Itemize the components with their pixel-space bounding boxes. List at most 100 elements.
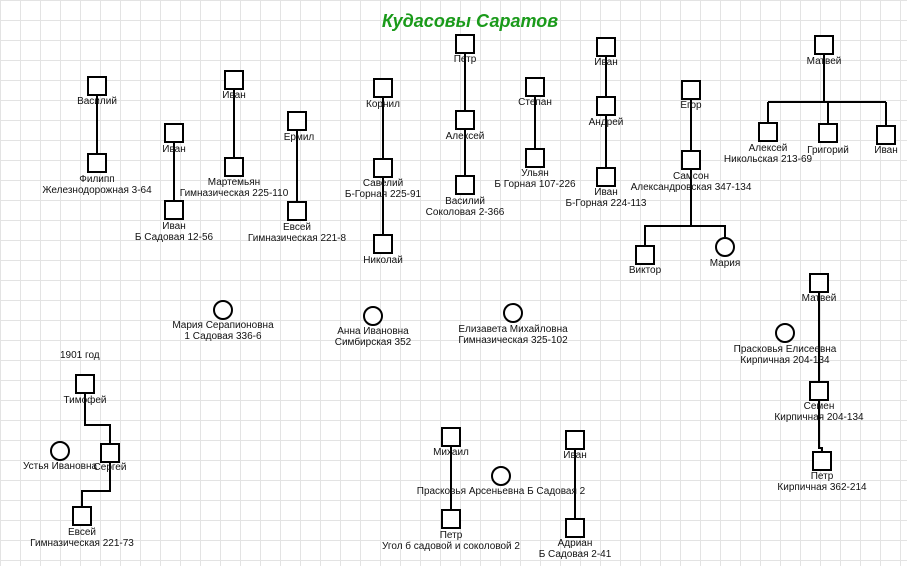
person-mariya1[interactable]: Мария [710,237,741,269]
male-square-icon [72,506,92,526]
person-egor[interactable]: Егор [680,80,702,111]
male-square-icon [87,76,107,96]
person-address-label: Б-Горная 224-113 [566,198,647,209]
person-praskovya2[interactable]: Прасковья Арсеньевна Б Садовая 2 [417,466,586,497]
person-name-label: Иван [222,90,245,101]
person-vasiliy1[interactable]: Василий [77,76,117,107]
male-square-icon [373,158,393,178]
male-square-icon [164,200,184,220]
male-square-icon [441,509,461,529]
person-name-label: Прасковья Елисеевна [734,344,837,355]
person-name-label: Степан [518,97,552,108]
person-name-label: Алексей [749,143,788,154]
person-name-label: Андрей [589,117,624,128]
female-circle-icon [491,466,511,486]
person-nikolay[interactable]: Николай [363,234,403,266]
person-matvey2[interactable]: Матвей [802,273,837,304]
person-name-label: Михаил [433,447,469,458]
person-ivan-b[interactable]: Иван [222,70,246,101]
person-name-label: Евсей [283,222,311,233]
male-square-icon [681,80,701,100]
person-aleksey1[interactable]: Алексей [446,110,485,142]
person-name-label: Тимофей [63,394,106,406]
person-name-label: Адриан [558,538,593,549]
person-name-label: Корнил [366,99,400,110]
male-square-icon [87,153,107,173]
person-name-label: Петр [440,530,463,541]
male-square-icon [635,245,655,265]
person-address-label: Гимназическая 225-110 [180,188,289,199]
person-name-label: Иван [563,450,586,461]
person-address-label: Гимназическая 221-8 [248,233,347,244]
person-name-label: Анна Ивановна [337,326,409,337]
person-petr1[interactable]: Петр [454,34,477,65]
person-address-label: Никольская 213-69 [724,154,813,165]
person-matvey1[interactable]: Матвей [807,35,842,67]
person-ustya[interactable]: Устья Ивановна [23,441,98,472]
male-square-icon [373,234,393,254]
male-square-icon [525,148,545,168]
person-name-label: Петр [811,471,834,482]
male-square-icon [809,273,829,293]
person-stepan[interactable]: Степан [518,77,552,108]
person-ivan-d[interactable]: Иван [874,125,898,156]
person-sergey[interactable]: Сергей [94,443,127,473]
person-viktor[interactable]: Виктор [629,245,662,276]
female-circle-icon [50,441,70,461]
person-address-label: Кирпичная 204-134 [740,355,830,366]
person-timofey[interactable]: Тимофей [63,374,107,406]
person-name-label: Филипп [79,174,114,185]
person-mihail[interactable]: Михаил [433,427,469,458]
person-name-label: Савелий [363,178,403,189]
person-name-label: Устья Ивановна [23,461,98,472]
person-address-label: Б Садовая 12-56 [135,232,214,243]
male-square-icon [876,125,896,145]
female-circle-icon [775,323,795,343]
person-name-label: Ермил [284,132,315,143]
person-name-label: Семен [804,401,835,412]
male-square-icon [287,111,307,131]
person-ermil[interactable]: Ермил [284,111,315,143]
connector-line [644,170,692,246]
person-name-label: Мария Серапионовна [172,320,274,331]
person-name-label: Иван [594,57,617,68]
person-ivan-c1[interactable]: Иван [594,37,618,68]
person-ivan-a1[interactable]: Иван [162,123,186,155]
male-square-icon [565,430,585,450]
person-name-label: Иван [162,144,185,155]
male-square-icon [596,167,616,187]
person-korniil[interactable]: Корнил [366,78,400,110]
tree-connectors [81,54,887,519]
person-name-label: Иван [162,221,185,232]
male-square-icon [455,34,475,54]
male-square-icon [100,443,120,463]
female-circle-icon [213,300,233,320]
person-name-label: Иван [594,187,617,198]
male-square-icon [596,37,616,57]
person-grigoriy[interactable]: Григорий [807,123,849,156]
person-ivan-e[interactable]: Иван [563,430,587,461]
person-name-label: Николай [363,255,403,266]
person-name-label: Григорий [807,145,849,156]
male-square-icon [287,201,307,221]
person-andrey[interactable]: Андрей [589,96,624,128]
